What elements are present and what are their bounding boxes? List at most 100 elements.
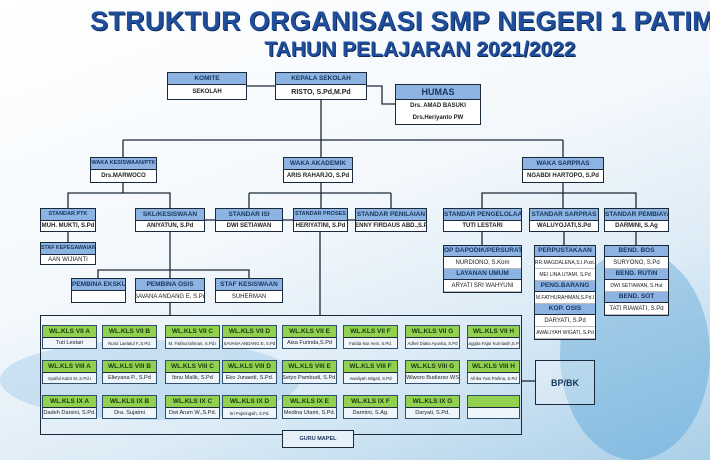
wali-kelas-title: WL.KLS VII F: [344, 326, 397, 338]
waka-name: NGABDI HARTOPO, S.Pd: [527, 173, 599, 179]
wali-kelas-title: WL.KLS IX A: [43, 396, 96, 408]
staf-kesiswaan-box: STAF KESISWAAN SUHERMAN: [215, 278, 283, 303]
humas-name: Drs. AMAD BASUKI: [410, 103, 466, 109]
standar-box: STANDAR ISI DWI SETIAWAN: [215, 208, 283, 232]
kepala-title: KEPALA SEKOLAH: [276, 73, 366, 85]
wali-kelas-name: Nurul Laelatul F.,S.Pd.: [103, 338, 156, 348]
standar-box: SKL/KESISWAAN ANIYATUN, S.Pd: [135, 208, 205, 232]
wali-kelas-name: Wiworo Budiarso WS: [406, 373, 459, 383]
wali-kelas-name: Afrika Yusi Parlina, S.Pd: [468, 373, 519, 383]
waka-akademik-box: WAKA AKADEMIK ARIS RAHARJO, S.Pd: [283, 157, 353, 183]
stack-name: DWI SETIAWAN, S.Hut: [605, 280, 668, 292]
wali-kelas-name: [468, 408, 519, 418]
box-title: STANDAR PTK: [41, 209, 95, 221]
box-title: STANDAR PENILAIAN: [356, 209, 426, 221]
kepala-sekolah-box: KEPALA SEKOLAH RISTO, S.Pd,M.Pd: [275, 72, 367, 100]
box-title: STAF KEPEGAWAIAN: [41, 243, 95, 255]
wali-kelas-name: Anggita Fajar Kurniasih,S.Pd: [468, 338, 519, 348]
wali-kelas-name: Dra. Sujatmi: [103, 408, 156, 418]
wali-kelas-name: Setyo Pambudi, S.Pd.: [283, 373, 336, 383]
wali-kelas-title: WL.KLS VII A: [43, 326, 96, 338]
wali-kelas-name: Eko Junaedi, S.Pd.: [223, 373, 276, 383]
waka-title: WAKA AKADEMIK: [284, 158, 352, 170]
box-name: SUHERMAN: [231, 293, 267, 300]
humas-box: HUMAS Drs. AMAD BASUKI Drs.Heriyanto PW: [395, 84, 481, 125]
waka-title: WAKA SARPRAS: [523, 158, 603, 170]
box-name: [72, 291, 125, 302]
wali-kelas-title: WL.KLS VII D: [223, 326, 276, 338]
wali-kelas-title: WL.KLS VIII B: [103, 361, 156, 373]
wali-kelas-name: Medina Utami, S.Pd.: [283, 408, 336, 418]
wali-kelas-name: Ibnu Malik, S.Pd: [166, 373, 219, 383]
stack-title: PENG.BARANG: [535, 281, 595, 292]
wali-kelas-name: Daryati, S.Pd.: [406, 408, 459, 418]
wali-kelas-name: Aisa Furinda,S.Pd: [283, 338, 336, 348]
stack-name: TATI RIAWATI, S.Pd: [605, 303, 668, 315]
waka-name: Drs.MARWOCO: [101, 173, 146, 179]
waka-title: WAKA KESISWAAN/PTK: [91, 158, 156, 170]
guru-mapel-box: GURU MAPEL: [282, 430, 354, 448]
box-name: AAN WIJIANTI: [48, 256, 88, 263]
standar-box: STANDAR PENILAIAN BENNY FIRDAUS ABD.,S.Pd: [355, 208, 427, 232]
box-title: STANDAR PENGELOLAAN: [444, 209, 521, 221]
box-title: SKL/KESISWAAN: [136, 209, 204, 221]
wali-kelas-title: WL.KLS VIII C: [166, 361, 219, 373]
box-name: HERIYATINI, S.Pd: [295, 223, 346, 229]
box-name: MUH. MUKTI, S.Pd: [41, 223, 95, 229]
wali-kelas-title: WL.KLS IX F: [344, 396, 397, 408]
box-name: SAVANA ANDANG E, S.Pd: [136, 293, 204, 300]
box-name: TUTI LESTARI: [462, 223, 503, 229]
wali-kelas-name: Syaiful Kabir M.,S.Pd.I: [43, 373, 96, 383]
bpbk-box: BP/BK: [535, 360, 595, 405]
box-title: STANDAR ISI: [216, 209, 282, 221]
komite-title: KOMITE: [168, 73, 246, 85]
box-name: DWI SETIAWAN: [226, 223, 272, 229]
wali-kelas-frame: [40, 315, 522, 435]
stack-title: BEND. RUTIN: [605, 269, 668, 280]
stack-title: KOP. OSIS: [535, 304, 595, 315]
stack-name: MEI LINA UTAMI, S.Pd: [535, 269, 595, 281]
stack-name: DARYATI, S.Pd: [535, 315, 595, 327]
wali-kelas-title: WL.KLS IX C: [166, 396, 219, 408]
standar-box: STANDAR PROSES HERIYATINI, S.Pd: [293, 208, 348, 232]
humas-name: Drs.Heriyanto PW: [412, 115, 464, 121]
humas-title: HUMAS: [396, 85, 480, 100]
wali-kelas-box: [467, 395, 520, 419]
wali-kelas-title: WL.KLS VII E: [283, 326, 336, 338]
wali-kelas-name: Adhel Diaka Ayunita, S.Pd: [406, 338, 459, 348]
wali-kelas-title: WL.KLS VIII A: [43, 361, 96, 373]
wali-kelas-name: Dadeh Darsini, S.Pd.: [43, 408, 96, 418]
wali-kelas-name: Awaliyah Wigati, S.Pd: [344, 373, 397, 383]
wali-kelas-title: WL.KLS IX E: [283, 396, 336, 408]
box-title: STANDAR SARPRAS: [530, 209, 598, 221]
stack-title: LAYANAN UMUM: [444, 269, 521, 280]
box-title: STANDAR PEMBIAYAAN: [605, 209, 668, 221]
wali-kelas-name: Sri Pujiningsih, S.Pd.: [223, 408, 276, 418]
box-name: BENNY FIRDAUS ABD.,S.Pd: [356, 223, 426, 229]
stack-title: BEND. BOS: [605, 246, 668, 257]
box-name: ANIYATUN, S.Pd: [146, 223, 194, 229]
wali-kelas-title: WL.KLS VIII H: [468, 361, 519, 373]
wali-kelas-title: WL.KLS VIII D: [223, 361, 276, 373]
wali-kelas-title: WL.KLS VII G: [406, 326, 459, 338]
komite-box: KOMITE SEKOLAH: [167, 72, 247, 100]
standar-box: STANDAR PEMBIAYAANDARMINI, S.Ag: [604, 208, 669, 232]
standar-box: STANDAR PTK MUH. MUKTI, S.Pd: [40, 208, 96, 232]
box-title: STANDAR PROSES: [294, 209, 347, 221]
stack-name: SURYONO, S.Pd: [605, 257, 668, 269]
waka-name: ARIS RAHARJO, S.Pd: [286, 173, 350, 179]
